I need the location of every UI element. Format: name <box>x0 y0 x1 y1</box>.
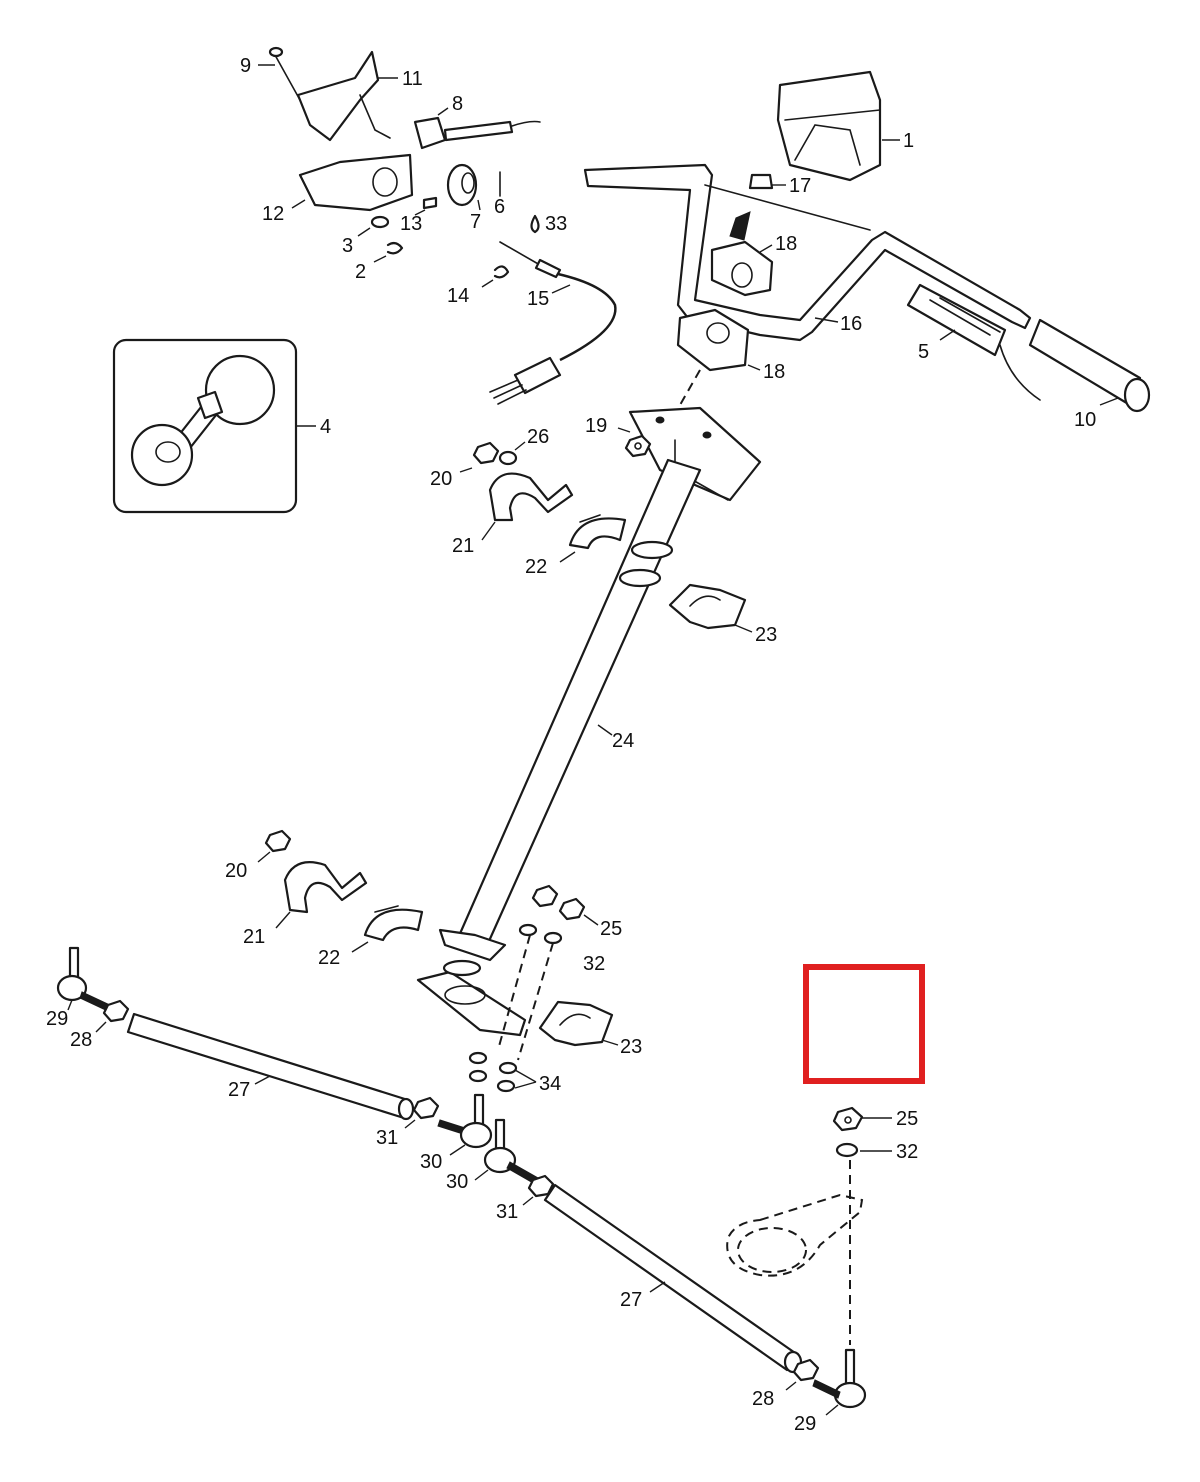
bearing-22-upper-part <box>568 514 627 550</box>
washer-32-right-part <box>835 1142 859 1158</box>
callout-10: 10 <box>1074 409 1096 431</box>
callout-3: 3 <box>342 235 353 257</box>
spindle-arm-dashed-part <box>726 1193 864 1277</box>
clip-2-part <box>386 241 404 255</box>
nut-28-right-part <box>792 1358 820 1382</box>
callout-27-upper: 27 <box>228 1079 250 1101</box>
callout-1: 1 <box>903 130 914 152</box>
callout-20-upper: 20 <box>430 468 452 490</box>
handlebar-clamp-lower-part <box>676 308 750 372</box>
callout-17: 17 <box>789 175 811 197</box>
handlebar-part <box>583 163 1032 342</box>
tie-rod-end-29-right-part <box>812 1348 867 1409</box>
callout-30-upper: 30 <box>420 1151 442 1173</box>
nut-28-left-part <box>102 999 130 1023</box>
callout-6: 6 <box>494 196 505 218</box>
handlebar-clamp-upper-part <box>710 240 774 297</box>
callout-21-lower: 21 <box>243 926 265 948</box>
horn-inset-box <box>112 338 298 514</box>
steering-top-plate-part <box>628 406 762 502</box>
callout-31-upper: 31 <box>376 1127 398 1149</box>
bearing-23-upper-part <box>668 583 747 630</box>
screw-13-part <box>422 196 438 210</box>
callout-23-upper: 23 <box>755 624 777 646</box>
nut-25-right-part <box>832 1106 864 1132</box>
washer-3-part <box>370 215 390 229</box>
highlight-box[interactable] <box>803 964 925 1084</box>
nut-31-upper-part <box>412 1096 440 1120</box>
callout-16: 16 <box>840 313 862 335</box>
callout-20-lower: 20 <box>225 860 247 882</box>
bearing-22-lower-part <box>363 905 424 942</box>
bearing-23-lower-part <box>538 1000 614 1047</box>
callout-7: 7 <box>470 211 481 233</box>
callout-19: 19 <box>585 415 607 437</box>
callout-15: 15 <box>527 288 549 310</box>
callout-21-upper: 21 <box>452 535 474 557</box>
callout-18-lower: 18 <box>763 361 785 383</box>
callout-2: 2 <box>355 261 366 283</box>
callout-26: 26 <box>527 426 549 448</box>
callout-27-lower: 27 <box>620 1289 642 1311</box>
nut-20-lower-part <box>264 829 292 853</box>
callout-32-column: 32 <box>583 953 605 975</box>
grip-part <box>1028 318 1151 413</box>
callout-25-column: 25 <box>600 918 622 940</box>
throttle-housing-part <box>298 153 414 212</box>
clip-14-part <box>493 265 510 279</box>
callout-29-right: 29 <box>794 1413 816 1435</box>
callout-30-lower: 30 <box>446 1171 468 1193</box>
callout-9: 9 <box>240 55 251 77</box>
handlebar-bolt-part <box>729 173 774 241</box>
callout-4: 4 <box>320 416 331 438</box>
callout-11: 11 <box>402 68 423 90</box>
nut-20-upper-part <box>472 441 500 465</box>
tie-rod-end-30-upper-part <box>437 1093 493 1149</box>
switch-part <box>413 116 541 150</box>
throttle-cable-part <box>489 241 617 405</box>
handlebar-pad-part <box>776 70 882 182</box>
callout-23-lower: 23 <box>620 1036 642 1058</box>
callout-12: 12 <box>262 203 284 225</box>
callout-5: 5 <box>918 341 929 363</box>
callout-8: 8 <box>452 93 463 115</box>
nut-19-part <box>624 434 652 458</box>
throttle-lever-part <box>296 50 391 142</box>
washer-26-part <box>498 450 518 466</box>
washer-32-column-part <box>518 923 563 945</box>
callout-33: 33 <box>545 213 567 235</box>
callout-29-left: 29 <box>46 1008 68 1030</box>
tie-rod-27-upper-part <box>126 1012 415 1121</box>
lubricant-33-icon <box>530 214 540 234</box>
callout-18-upper: 18 <box>775 233 797 255</box>
callout-34: 34 <box>539 1073 561 1095</box>
washers-34-part <box>468 1051 518 1093</box>
steering-lower-flange-part <box>416 928 527 1037</box>
bearing-clamp-21-lower-part <box>283 861 368 914</box>
callout-22-lower: 22 <box>318 947 340 969</box>
tie-rod-end-29-left-part <box>56 946 113 1013</box>
callout-32-right: 32 <box>896 1141 918 1163</box>
callout-13: 13 <box>400 213 422 235</box>
callout-14: 14 <box>447 285 469 307</box>
callout-24: 24 <box>612 730 634 752</box>
callout-25-right: 25 <box>896 1108 918 1130</box>
screw-9-part <box>268 46 301 101</box>
nut-25-column-part <box>531 884 586 921</box>
callout-22-upper: 22 <box>525 556 547 578</box>
tie-rod-end-30-lower-part <box>483 1118 539 1185</box>
bearing-clamp-21-upper-part <box>488 472 574 522</box>
callout-28-left: 28 <box>70 1029 92 1051</box>
tie-rod-27-lower-part <box>543 1183 803 1374</box>
callout-28-right: 28 <box>752 1388 774 1410</box>
callout-31-lower: 31 <box>496 1201 518 1223</box>
cap-7-part <box>446 163 478 207</box>
throttle-grip-part <box>906 283 1041 401</box>
